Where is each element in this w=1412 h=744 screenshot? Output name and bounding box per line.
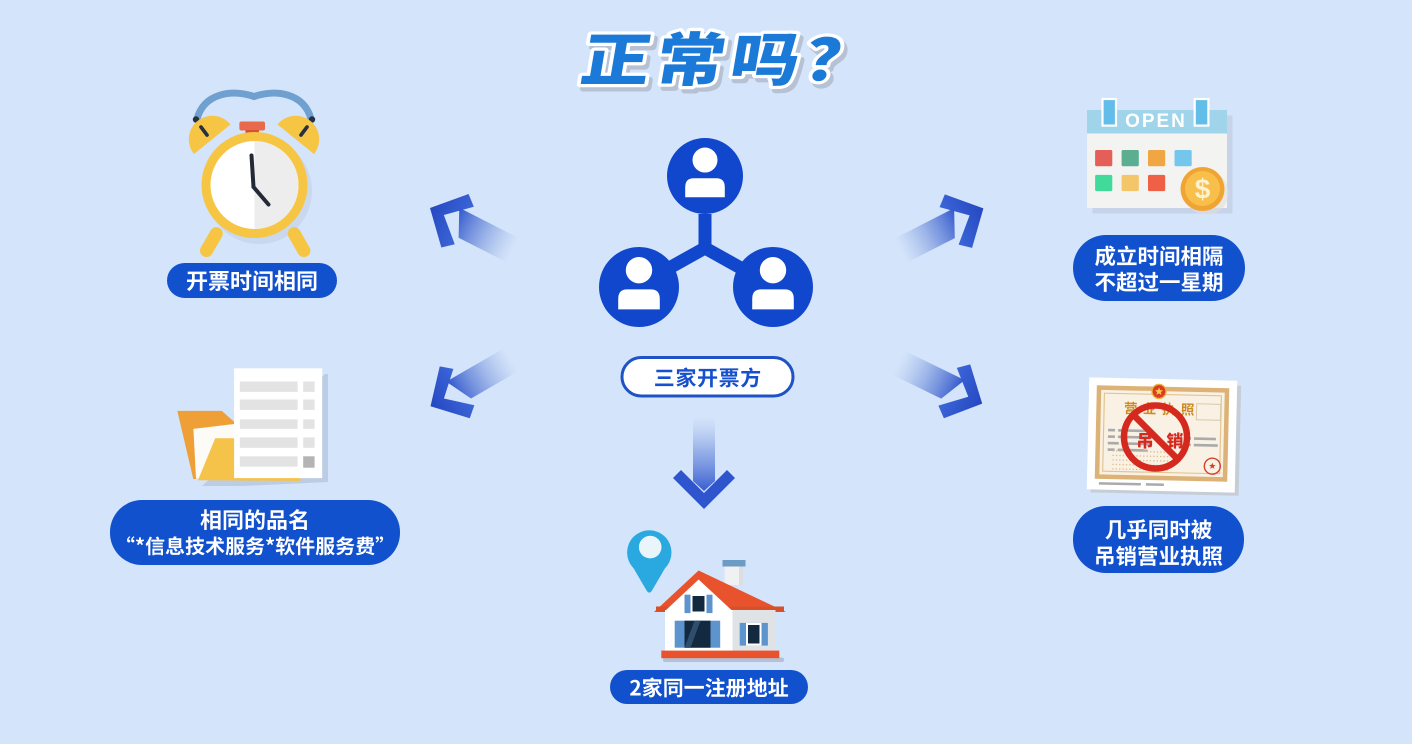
svg-text:OPEN: OPEN bbox=[1125, 111, 1187, 132]
svg-text:$: $ bbox=[1195, 174, 1211, 205]
